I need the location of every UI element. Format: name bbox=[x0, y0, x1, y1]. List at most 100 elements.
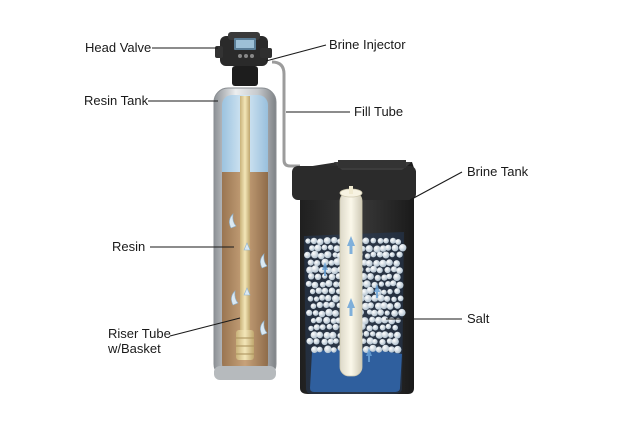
salt-pellet bbox=[386, 274, 392, 280]
salt-pellet bbox=[308, 296, 314, 302]
salt-pellet bbox=[365, 253, 371, 259]
salt-pellet bbox=[331, 267, 338, 274]
salt-pellet bbox=[320, 282, 326, 288]
salt-pellet bbox=[381, 290, 386, 295]
salt-pellet bbox=[319, 311, 326, 318]
salt-pellet bbox=[387, 303, 394, 310]
salt-pellet bbox=[318, 253, 325, 260]
salt-pellet bbox=[332, 295, 339, 302]
salt-pellet bbox=[370, 266, 377, 273]
salt-pellet bbox=[388, 346, 394, 352]
label-brine-tank: Brine Tank bbox=[467, 164, 528, 179]
salt-pellet bbox=[392, 245, 399, 252]
salt-pellet bbox=[325, 295, 331, 301]
label-resin: Resin bbox=[112, 239, 145, 254]
salt-pellet bbox=[368, 302, 374, 308]
salt-pellet bbox=[332, 310, 339, 317]
salt-pellet bbox=[385, 281, 391, 287]
salt-pellet bbox=[316, 317, 322, 323]
salt-pellet bbox=[333, 338, 339, 344]
salt-pellet bbox=[312, 282, 319, 289]
salt-pellet bbox=[375, 275, 381, 281]
salt-pellet bbox=[324, 346, 332, 354]
salt-pellet bbox=[325, 280, 332, 287]
salt-pellet bbox=[390, 252, 395, 257]
label-brine-injector: Brine Injector bbox=[329, 37, 406, 52]
salt-pellet bbox=[383, 238, 389, 244]
salt-pellet bbox=[329, 260, 335, 266]
salt-pellet bbox=[393, 273, 401, 281]
salt-pellet bbox=[398, 296, 404, 302]
salt-pellet bbox=[304, 252, 311, 259]
salt-pellet bbox=[309, 245, 315, 251]
riser-basket bbox=[236, 330, 254, 360]
salt-pellet bbox=[322, 288, 328, 294]
salt-pellet bbox=[390, 238, 396, 244]
salt-pellet bbox=[324, 251, 331, 258]
salt-pellet bbox=[371, 252, 377, 258]
salt-pellet bbox=[323, 317, 330, 324]
salt-pellet bbox=[380, 325, 386, 331]
salt-pellet bbox=[366, 245, 373, 252]
salt-pellet bbox=[329, 302, 335, 308]
salt-pellet bbox=[317, 347, 323, 353]
salt-pellet bbox=[321, 339, 327, 345]
salt-pellet bbox=[329, 274, 336, 281]
salt-pellet bbox=[306, 310, 312, 316]
salt-pellet bbox=[385, 267, 391, 273]
salt-pellet bbox=[308, 260, 314, 266]
salt-pellet bbox=[333, 324, 339, 330]
salt-pellet bbox=[317, 302, 323, 308]
salt-pellet bbox=[391, 297, 396, 302]
salt-pellet bbox=[320, 324, 326, 330]
salt-pellet bbox=[364, 331, 370, 337]
salt-pellet bbox=[371, 310, 378, 317]
salt-pellet bbox=[379, 260, 386, 267]
salt-pellet bbox=[323, 302, 329, 308]
salt-pellet bbox=[382, 252, 389, 259]
salt-pellet bbox=[311, 265, 319, 273]
salt-pellet bbox=[329, 332, 336, 339]
salt-pellet bbox=[382, 345, 389, 352]
salt-pellet bbox=[325, 309, 332, 316]
salt-pellet bbox=[378, 295, 385, 302]
salt-pellet bbox=[311, 318, 316, 323]
salt-pellet bbox=[363, 280, 370, 287]
salt-pellet bbox=[328, 339, 334, 345]
salt-pellet bbox=[331, 347, 337, 353]
label-riser-line2: w/Basket bbox=[108, 341, 171, 356]
salt-pellet bbox=[373, 260, 380, 267]
salt-pellet bbox=[378, 238, 384, 244]
salt-pellet bbox=[375, 317, 382, 324]
salt-pellet bbox=[364, 295, 371, 302]
salt-pellet bbox=[395, 239, 401, 245]
salt-pellet bbox=[317, 239, 324, 246]
salt-pellet bbox=[372, 339, 377, 344]
salt-pellet bbox=[391, 310, 398, 317]
salt-pellet bbox=[319, 295, 325, 301]
salt-pellet bbox=[366, 260, 373, 267]
brine-well-pipe bbox=[340, 186, 362, 376]
label-head-valve: Head Valve bbox=[85, 40, 151, 55]
salt-pellet bbox=[369, 317, 375, 323]
salt-pellet bbox=[311, 238, 317, 244]
salt-pellet bbox=[313, 310, 319, 316]
salt-pellet bbox=[367, 287, 374, 294]
salt-pellet bbox=[314, 324, 320, 330]
salt-pellet bbox=[371, 238, 377, 244]
salt-pellet bbox=[376, 347, 382, 353]
salt-pellet bbox=[373, 325, 379, 331]
salt-pellet bbox=[379, 339, 385, 345]
salt-pellet bbox=[366, 267, 371, 272]
salt-pellet bbox=[308, 326, 313, 331]
salt-pellet bbox=[388, 317, 395, 324]
salt-pellet bbox=[396, 267, 403, 274]
salt-pellet bbox=[315, 274, 321, 280]
salt-pellet bbox=[370, 331, 375, 336]
salt-pellet bbox=[381, 275, 387, 281]
salt-pellet bbox=[381, 316, 388, 323]
salt-pellet bbox=[331, 237, 337, 243]
label-riser-tube: Riser Tube w/Basket bbox=[108, 326, 171, 356]
salt-pellet bbox=[322, 245, 328, 251]
